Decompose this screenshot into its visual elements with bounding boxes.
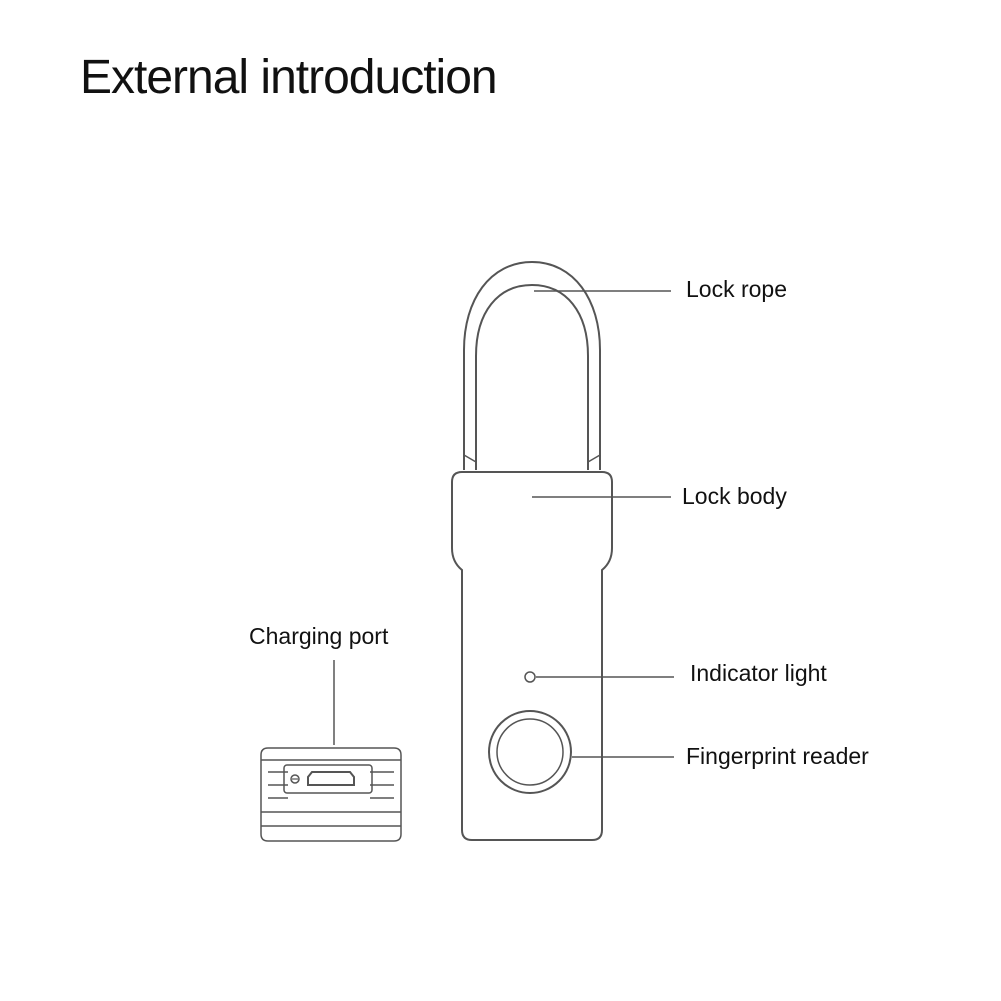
lock-body bbox=[451, 471, 613, 841]
label-lock-rope: Lock rope bbox=[686, 276, 788, 302]
fingerprint-reader bbox=[488, 710, 572, 794]
lock-rope bbox=[463, 260, 601, 470]
label-fingerprint-reader: Fingerprint reader bbox=[686, 743, 869, 769]
charging-port-view bbox=[260, 747, 402, 842]
leader-lines bbox=[333, 290, 674, 758]
label-charging-port: Charging port bbox=[249, 623, 389, 649]
indicator-light bbox=[524, 671, 536, 683]
page-title: External introduction bbox=[80, 51, 498, 104]
label-lock-body: Lock body bbox=[682, 483, 787, 509]
label-indicator-light: Indicator light bbox=[690, 660, 827, 686]
